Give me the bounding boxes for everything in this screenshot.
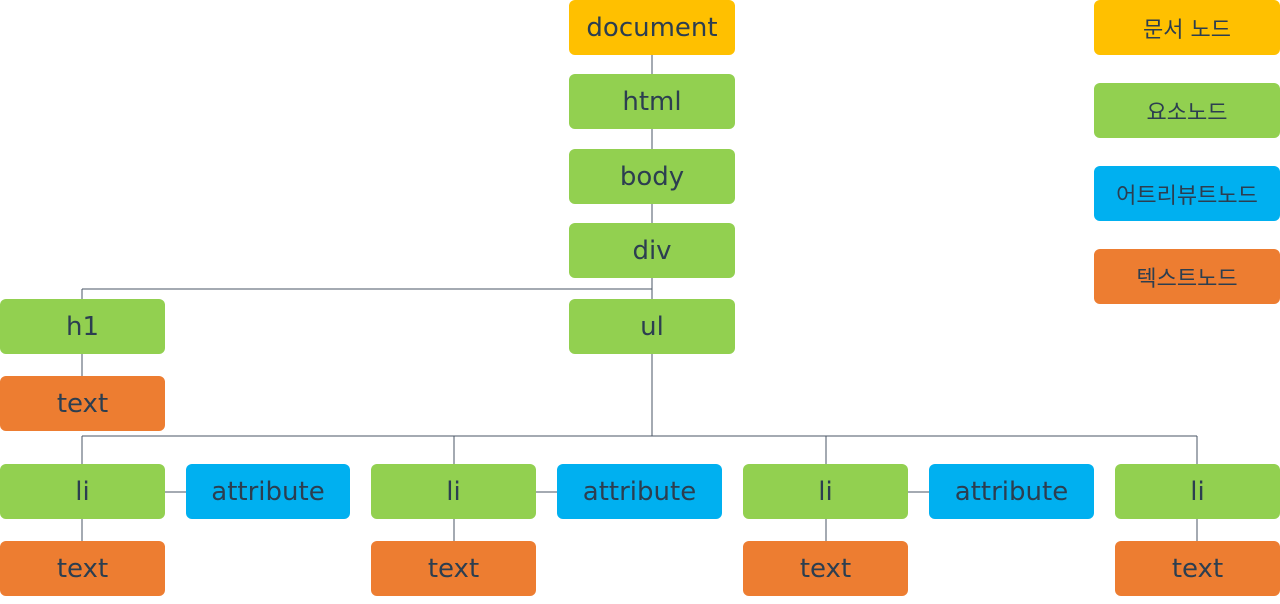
node-li-2-attribute: attribute xyxy=(557,464,722,519)
node-h1: h1 xyxy=(0,299,165,354)
node-li-2: li xyxy=(371,464,536,519)
node-div: div xyxy=(569,223,735,278)
legend-document-node: 문서 노드 xyxy=(1094,0,1280,55)
legend-text-node: 텍스트노드 xyxy=(1094,249,1280,304)
node-html: html xyxy=(569,74,735,129)
legend-element-node: 요소노드 xyxy=(1094,83,1280,138)
node-li-1: li xyxy=(0,464,165,519)
node-ul: ul xyxy=(569,299,735,354)
node-li-1-attribute: attribute xyxy=(186,464,350,519)
legend-attribute-node: 어트리뷰트노드 xyxy=(1094,166,1280,221)
node-li-1-text: text xyxy=(0,541,165,596)
node-li-3-text: text xyxy=(743,541,908,596)
node-body: body xyxy=(569,149,735,204)
node-h1-text: text xyxy=(0,376,165,431)
node-li-3-attribute: attribute xyxy=(929,464,1094,519)
node-document: document xyxy=(569,0,735,55)
node-li-4: li xyxy=(1115,464,1280,519)
node-li-2-text: text xyxy=(371,541,536,596)
node-li-3: li xyxy=(743,464,908,519)
node-li-4-text: text xyxy=(1115,541,1280,596)
